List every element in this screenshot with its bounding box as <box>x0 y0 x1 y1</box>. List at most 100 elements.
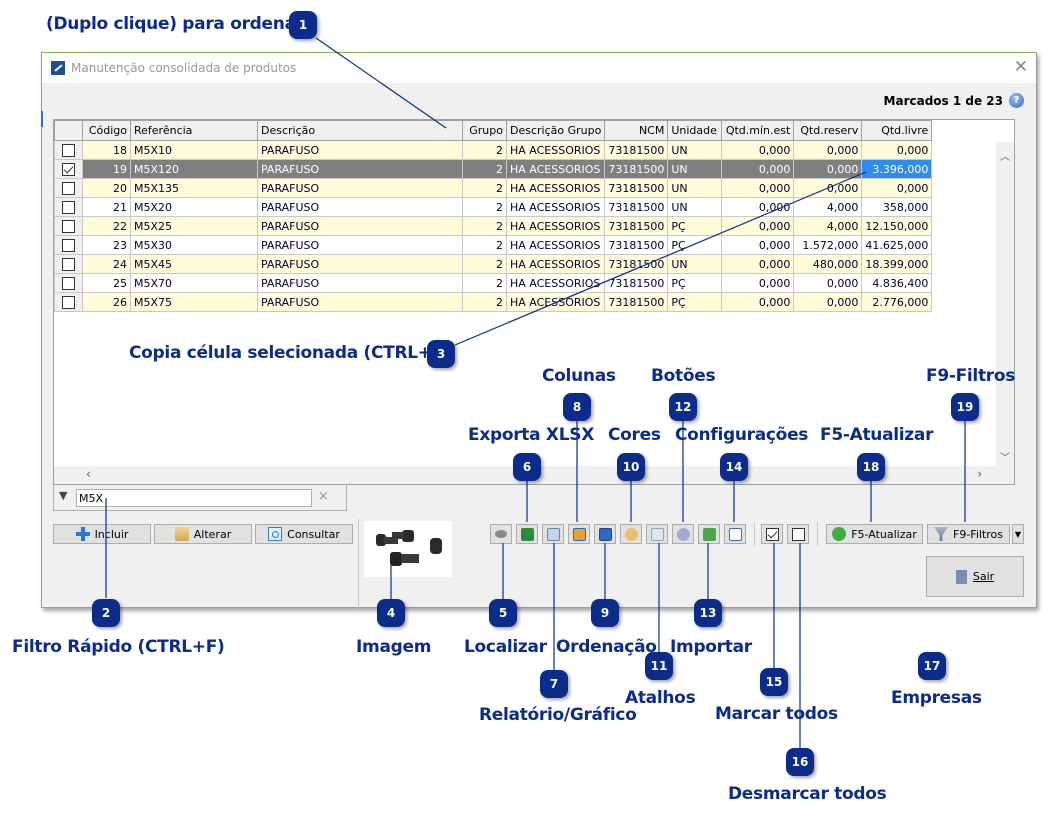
incluir-button[interactable]: Incluir <box>53 524 151 544</box>
cell-codigo[interactable]: 21 <box>82 197 131 217</box>
cell-referencia[interactable]: M5X10 <box>130 140 258 160</box>
cell-qtd-min-est[interactable]: 0,000 <box>721 159 795 179</box>
cell-grupo[interactable]: 2 <box>462 273 507 293</box>
row-checkbox-cell[interactable] <box>54 254 83 274</box>
cell-qtd-livre[interactable]: 18.399,000 <box>861 254 933 274</box>
cell-qtd-min-est[interactable]: 0,000 <box>721 273 795 293</box>
cell-grupo[interactable]: 2 <box>462 254 507 274</box>
unmark-all-button[interactable] <box>787 524 809 544</box>
cell-unidade[interactable]: UN <box>667 254 723 274</box>
cell-qtd-livre[interactable]: 0,000 <box>861 178 933 198</box>
row-checkbox-cell[interactable] <box>54 292 83 312</box>
cell-referencia[interactable]: M5X135 <box>130 178 258 198</box>
row-checkbox-cell[interactable] <box>54 159 83 179</box>
cell-ncm[interactable]: 73181500 <box>604 178 669 198</box>
report-button[interactable] <box>542 524 564 544</box>
cell-descricao[interactable]: PARAFUSO <box>257 235 463 255</box>
cell-referencia[interactable]: M5X25 <box>130 216 258 236</box>
shortcuts-button[interactable] <box>646 524 668 544</box>
quick-filter-input[interactable] <box>76 489 312 507</box>
cell-unidade[interactable]: UN <box>667 159 723 179</box>
cell-ncm[interactable]: 73181500 <box>604 292 669 312</box>
row-checkbox[interactable] <box>62 238 75 252</box>
cell-referencia[interactable]: M5X120 <box>130 159 258 179</box>
vertical-scrollbar[interactable]: ︿ ﹀ <box>996 142 1014 466</box>
col-unidade[interactable]: Unidade <box>667 120 723 141</box>
cell-codigo[interactable]: 25 <box>82 273 131 293</box>
cell-referencia[interactable]: M5X70 <box>130 273 258 293</box>
cell-qtd-min-est[interactable]: 0,000 <box>721 216 795 236</box>
cell-qtd-min-est[interactable]: 0,000 <box>721 197 795 217</box>
cell-descricao-grupo[interactable]: HA ACESSORIOS <box>505 292 606 312</box>
row-checkbox[interactable] <box>62 162 75 176</box>
cell-codigo[interactable]: 26 <box>82 292 131 312</box>
cell-unidade[interactable]: PÇ <box>667 216 723 236</box>
cell-qtd-reserv[interactable]: 0,000 <box>793 178 863 198</box>
close-icon[interactable]: ✕ <box>1013 57 1028 77</box>
cell-grupo[interactable]: 2 <box>462 197 507 217</box>
cell-codigo[interactable]: 24 <box>82 254 131 274</box>
cell-unidade[interactable]: PÇ <box>667 292 723 312</box>
cell-descricao-grupo[interactable]: HA ACESSORIOS <box>505 254 606 274</box>
cell-codigo[interactable]: 19 <box>82 159 131 179</box>
cell-qtd-reserv[interactable]: 4,000 <box>793 216 863 236</box>
cell-descricao-grupo[interactable]: HA ACESSORIOS <box>505 235 606 255</box>
col-descricao[interactable]: Descrição <box>257 120 463 141</box>
row-checkbox[interactable] <box>62 143 75 157</box>
scroll-left-icon[interactable]: ‹ <box>86 467 91 481</box>
scroll-down-icon[interactable]: ﹀ <box>1000 453 1010 464</box>
colors-button[interactable] <box>620 524 642 544</box>
cell-descricao-grupo[interactable]: HA ACESSORIOS <box>505 273 606 293</box>
cell-qtd-reserv[interactable]: 0,000 <box>793 292 863 312</box>
settings-button[interactable] <box>672 524 694 544</box>
cell-qtd-livre[interactable]: 4.836,400 <box>861 273 933 293</box>
filters-button[interactable]: F9-Filtros <box>927 524 1010 544</box>
cell-descricao-grupo[interactable]: HA ACESSORIOS <box>505 197 606 217</box>
cell-ncm[interactable]: 73181500 <box>604 159 669 179</box>
cell-grupo[interactable]: 2 <box>462 159 507 179</box>
cell-descricao-grupo[interactable]: HA ACESSORIOS <box>505 178 606 198</box>
cell-qtd-reserv[interactable]: 0,000 <box>793 273 863 293</box>
cell-grupo[interactable]: 2 <box>462 216 507 236</box>
cell-unidade[interactable]: PÇ <box>667 273 723 293</box>
col-qtd-min-est[interactable]: Qtd.mín.est <box>721 120 795 141</box>
cell-unidade[interactable]: UN <box>667 140 723 160</box>
col-referencia[interactable]: Referência <box>130 120 258 141</box>
cell-qtd-min-est[interactable]: 0,000 <box>721 254 795 274</box>
empresas-dropdown[interactable]: ▼ <box>1012 524 1024 544</box>
row-checkbox-cell[interactable] <box>54 178 83 198</box>
cell-grupo[interactable]: 2 <box>462 178 507 198</box>
cell-descricao-grupo[interactable]: HA ACESSORIOS <box>505 216 606 236</box>
mark-all-button[interactable] <box>761 524 783 544</box>
row-checkbox[interactable] <box>62 276 75 290</box>
cell-qtd-reserv[interactable]: 0,000 <box>793 159 863 179</box>
columns-button[interactable] <box>568 524 590 544</box>
cell-codigo[interactable]: 18 <box>82 140 131 160</box>
cell-codigo[interactable]: 20 <box>82 178 131 198</box>
cell-descricao[interactable]: PARAFUSO <box>257 292 463 312</box>
find-button[interactable] <box>490 524 512 544</box>
cell-qtd-reserv[interactable]: 4,000 <box>793 197 863 217</box>
cell-descricao-grupo[interactable]: HA ACESSORIOS <box>505 140 606 160</box>
cell-referencia[interactable]: M5X20 <box>130 197 258 217</box>
export-xlsx-button[interactable] <box>516 524 538 544</box>
row-checkbox[interactable] <box>62 257 75 271</box>
cell-qtd-livre[interactable]: 2.776,000 <box>861 292 933 312</box>
exit-button[interactable]: Sair <box>926 556 1024 597</box>
cell-qtd-reserv[interactable]: 480,000 <box>793 254 863 274</box>
row-checkbox-cell[interactable] <box>54 235 83 255</box>
cell-unidade[interactable]: PÇ <box>667 235 723 255</box>
cell-ncm[interactable]: 73181500 <box>604 140 669 160</box>
col-ncm[interactable]: NCM <box>604 120 669 141</box>
cell-descricao[interactable]: PARAFUSO <box>257 140 463 160</box>
cell-referencia[interactable]: M5X45 <box>130 254 258 274</box>
cell-ncm[interactable]: 73181500 <box>604 197 669 217</box>
cell-descricao[interactable]: PARAFUSO <box>257 216 463 236</box>
cell-grupo[interactable]: 2 <box>462 235 507 255</box>
cell-unidade[interactable]: UN <box>667 197 723 217</box>
cell-qtd-reserv[interactable]: 1.572,000 <box>793 235 863 255</box>
